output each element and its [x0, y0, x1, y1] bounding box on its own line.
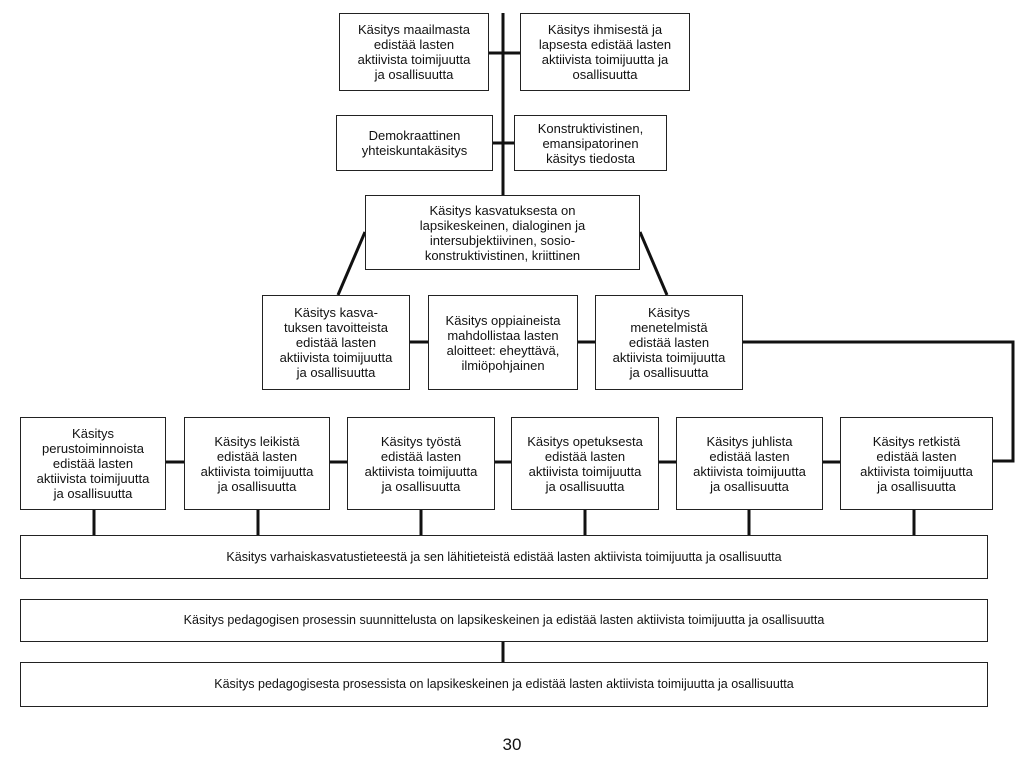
methods-box: Käsitys menetelmistä edistää lasten akti…	[595, 295, 743, 390]
education-view-box: Käsitys kasvatuksesta on lapsikeskeinen,…	[365, 195, 640, 270]
planning-view-box: Käsitys pedagogisen prosessin suunnittel…	[20, 599, 988, 642]
education-to-goals-connector	[336, 231, 367, 296]
subjects-box: Käsitys oppiaineista mahdollistaa lasten…	[428, 295, 578, 390]
goals-box: Käsitys kasva- tuksen tavoitteista edist…	[262, 295, 410, 390]
science-view-box: Käsitys varhaiskasvatustieteestä ja sen …	[20, 535, 988, 579]
activity-box-excursions: Käsitys retkistä edistää lasten aktiivis…	[840, 417, 993, 510]
process-view-box: Käsitys pedagogisesta prosessista on lap…	[20, 662, 988, 707]
knowledge-view-box: Konstruktivistinen, emansipatorinen käsi…	[514, 115, 667, 171]
activity-box-work: Käsitys työstä edistää lasten aktiivista…	[347, 417, 495, 510]
activity-box-teaching: Käsitys opetuksesta edistää lasten aktii…	[511, 417, 659, 510]
activity-box-celebrations: Käsitys juhlista edistää lasten aktiivis…	[676, 417, 823, 510]
methods-to-activities-connector	[743, 340, 1015, 463]
activity-box-play: Käsitys leikistä edistää lasten aktiivis…	[184, 417, 330, 510]
human-view-box: Käsitys ihmisestä ja lapsesta edistää la…	[520, 13, 690, 91]
society-view-box: Demokraattinen yhteiskuntakäsitys	[336, 115, 493, 171]
worldview-box: Käsitys maailmasta edistää lasten aktiiv…	[339, 13, 489, 91]
page-number: 30	[502, 735, 522, 754]
activity-box-basic: Käsitys perustoiminnoista edistää lasten…	[20, 417, 166, 510]
education-to-methods-connector	[638, 231, 669, 296]
